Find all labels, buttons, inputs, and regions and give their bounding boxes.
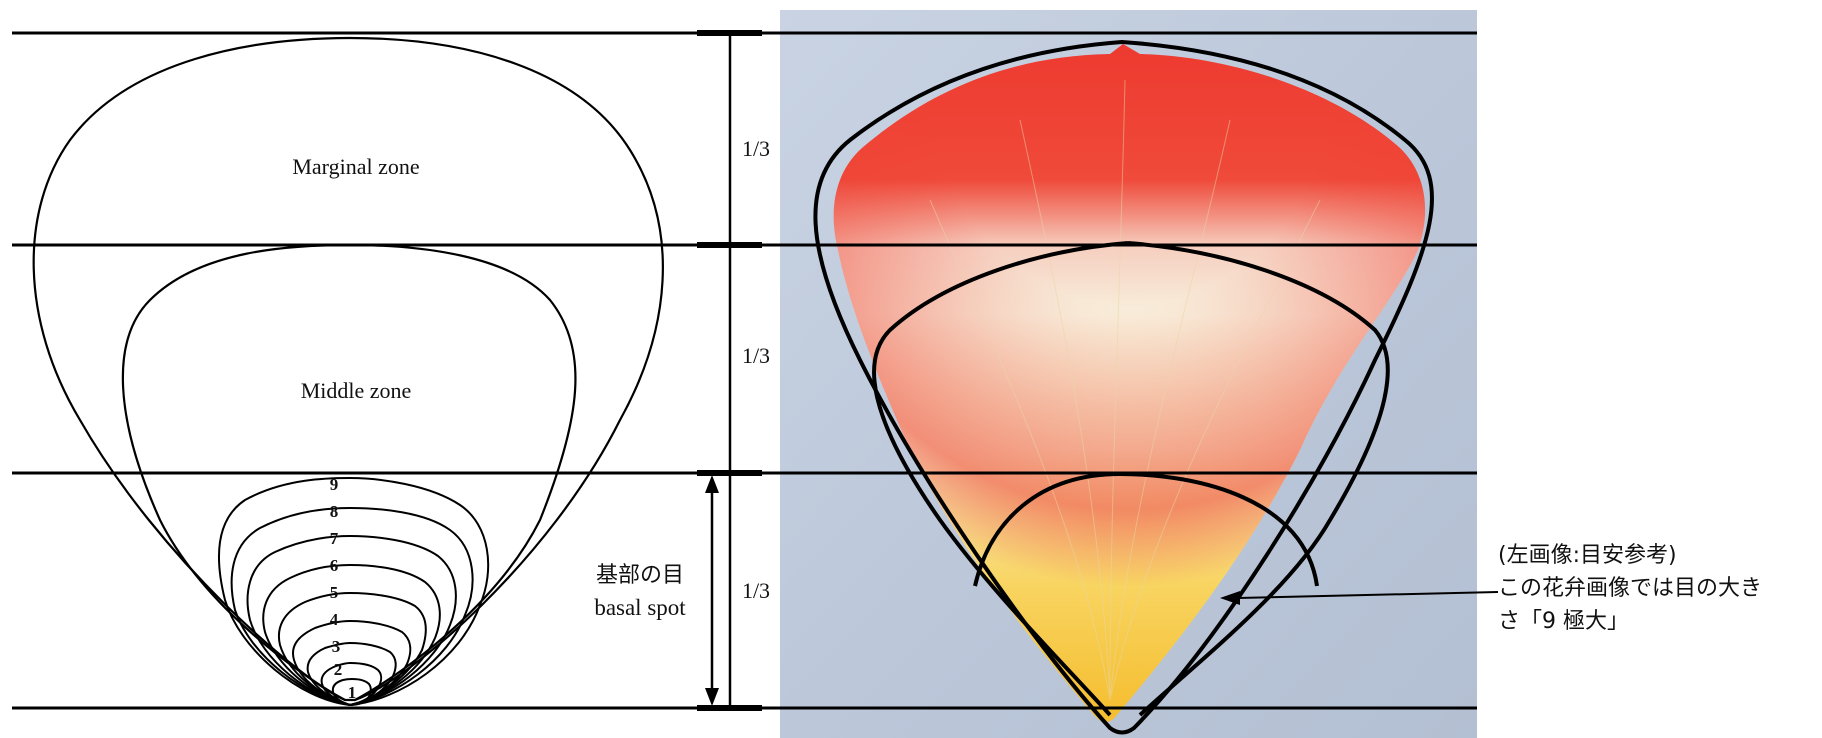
spot-size-7: 7 [330,529,339,548]
third-label-top: 1/3 [742,136,770,161]
annotation-line-1: (左画像:目安参考) [1498,543,1677,568]
photo-middle-outline [872,241,1390,717]
annotation-arrow [1220,591,1499,605]
spot-size-9: 9 [330,475,339,494]
third-label-middle: 1/3 [742,343,770,368]
spot-size-contours [218,476,490,706]
annotation-line-2: この花弁画像では目の大き [1498,576,1762,601]
marginal-zone-label: Marginal zone [292,154,419,179]
annotation-line-3: さ「9 極大」 [1498,609,1629,634]
spot-size-2: 2 [334,660,343,679]
basal-spot-arrow [705,475,719,706]
middle-outline [121,243,577,701]
left-petal-drawing [32,36,664,706]
basal-spot-label-ja: 基部の目 [596,563,684,588]
spot-size-3: 3 [332,637,341,656]
third-label-bottom: 1/3 [742,578,770,603]
basal-spot-label-en: basal spot [594,595,686,620]
annotation-text: (左画像:目安参考) この花弁画像では目の大き さ「9 極大」 [1498,543,1762,634]
spot-size-1: 1 [348,683,357,702]
spot-size-4: 4 [330,610,339,629]
middle-zone-label: Middle zone [301,378,412,403]
photo-outer-outline [813,39,1434,735]
petal-photo [780,10,1477,738]
spot-size-5: 5 [330,583,339,602]
spot-size-6: 6 [330,556,339,575]
outer-outline [32,36,664,702]
spot-size-numbers: 1 2 3 4 5 6 7 8 9 [330,475,357,702]
spot-size-8: 8 [330,502,339,521]
